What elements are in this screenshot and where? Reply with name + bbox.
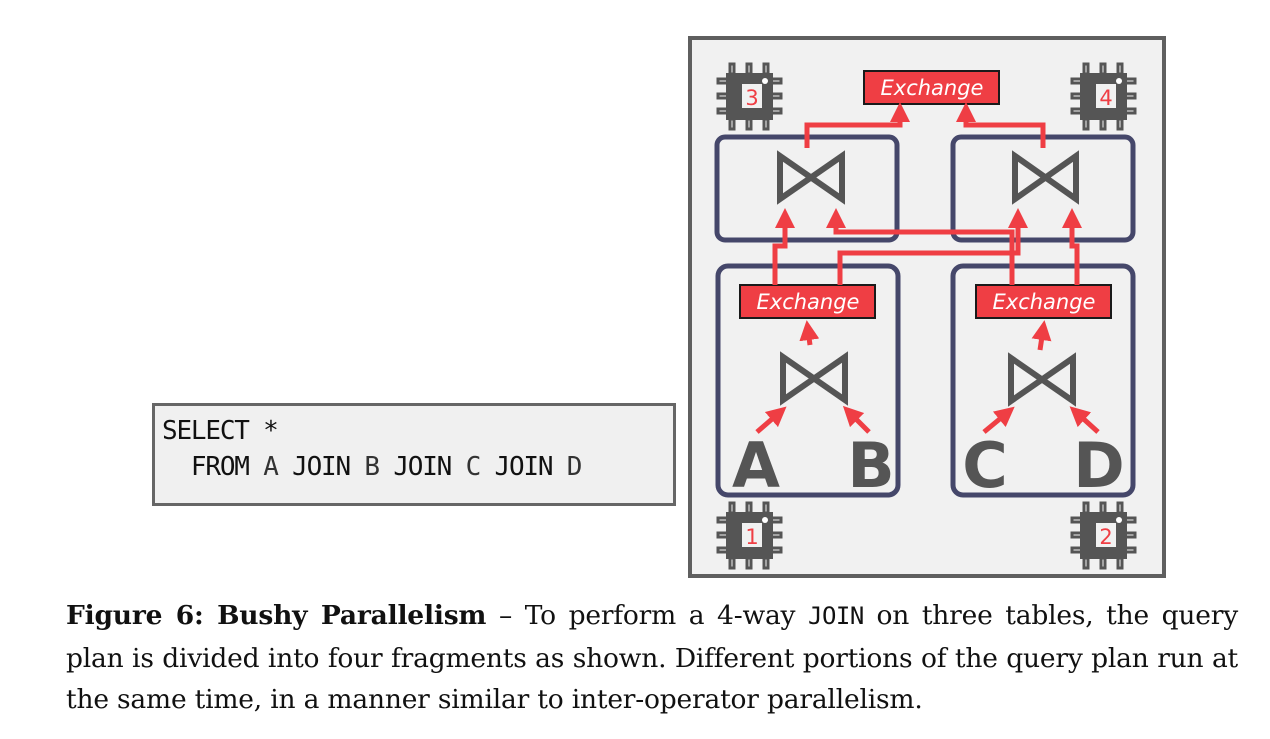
cpu-chip-icon-1: 1	[716, 501, 783, 570]
flow-arrow-c-to-join	[982, 406, 1015, 434]
sql-table-b: B	[364, 452, 380, 482]
table-a-label: A	[732, 429, 780, 502]
cpu-chip-icon-4: 4	[1070, 62, 1137, 131]
sql-keyword-join-2: JOIN	[378, 452, 466, 482]
figure-caption: Figure 6: Bushy Parallelism – To perform…	[66, 595, 1238, 721]
fragment-box-bottom-right	[950, 263, 1136, 498]
join-operator-icon-bottom-right	[1008, 352, 1076, 407]
fragment-box-bottom-left	[715, 263, 901, 498]
flow-arrow-bl-to-top-left	[772, 208, 795, 285]
cpu-label-4: 4	[1099, 86, 1112, 110]
cpu-label-2: 2	[1099, 525, 1112, 549]
join-operator-icon-top-right	[1012, 150, 1079, 205]
figure-label: Figure 6: Bushy Parallelism	[66, 600, 487, 631]
flow-arrow-top-left-to-exchange	[804, 102, 910, 148]
flow-arrow-br-join-to-exchange	[1031, 320, 1052, 351]
flow-arrow-d-to-join	[1069, 406, 1100, 434]
sql-table-c: C	[465, 452, 482, 482]
flow-arrow-br-to-top-left	[826, 208, 1015, 285]
flow-arrow-b-to-join	[842, 405, 871, 434]
caption-text-2: on three tables, the query plan is divid…	[66, 600, 1238, 715]
cpu-label-3: 3	[745, 86, 758, 110]
table-c-label: C	[962, 429, 1008, 502]
sql-keyword-join-1: JOIN	[277, 452, 365, 482]
cpu-chip-icon-3: 3	[716, 62, 783, 131]
caption-text-1: To perform a 4-way	[524, 600, 809, 631]
join-operator-icon-bottom-left	[780, 351, 848, 406]
flow-arrow-a-to-join	[755, 406, 787, 434]
top-exchange-label: Exchange	[881, 76, 984, 100]
flow-arrow-bl-to-top-right	[837, 208, 1028, 285]
cpu-label-1: 1	[745, 525, 758, 549]
caption-code-join: JOIN	[808, 602, 864, 630]
sql-line-select: SELECT *	[162, 416, 279, 446]
sql-keyword-join-3: JOIN	[480, 452, 567, 482]
flow-arrow-top-right-to-exchange	[956, 102, 1046, 148]
table-b-label: B	[847, 429, 894, 502]
top-exchange: Exchange	[863, 70, 1000, 105]
bottom-right-exchange: Exchange	[975, 284, 1112, 319]
join-operator-icon-top-left	[777, 150, 845, 205]
table-d-label: D	[1073, 429, 1124, 502]
sql-table-a: A	[263, 452, 279, 482]
caption-dash: –	[486, 600, 525, 631]
bottom-right-exchange-label: Exchange	[993, 290, 1096, 314]
sql-query-box: SELECT * FROM A JOIN B JOIN C JOIN D	[152, 403, 676, 506]
bottom-left-exchange-label: Exchange	[757, 290, 860, 314]
cpu-chip-icon-2: 2	[1070, 501, 1137, 570]
bottom-left-exchange: Exchange	[739, 284, 876, 319]
sql-table-d: D	[566, 452, 583, 482]
flow-arrow-bl-join-to-exchange	[799, 320, 820, 346]
sql-keyword-from: FROM	[162, 452, 264, 482]
sql-line-from: FROM A JOIN B JOIN C JOIN D	[162, 449, 673, 485]
flow-arrow-br-to-top-right	[1062, 208, 1082, 285]
